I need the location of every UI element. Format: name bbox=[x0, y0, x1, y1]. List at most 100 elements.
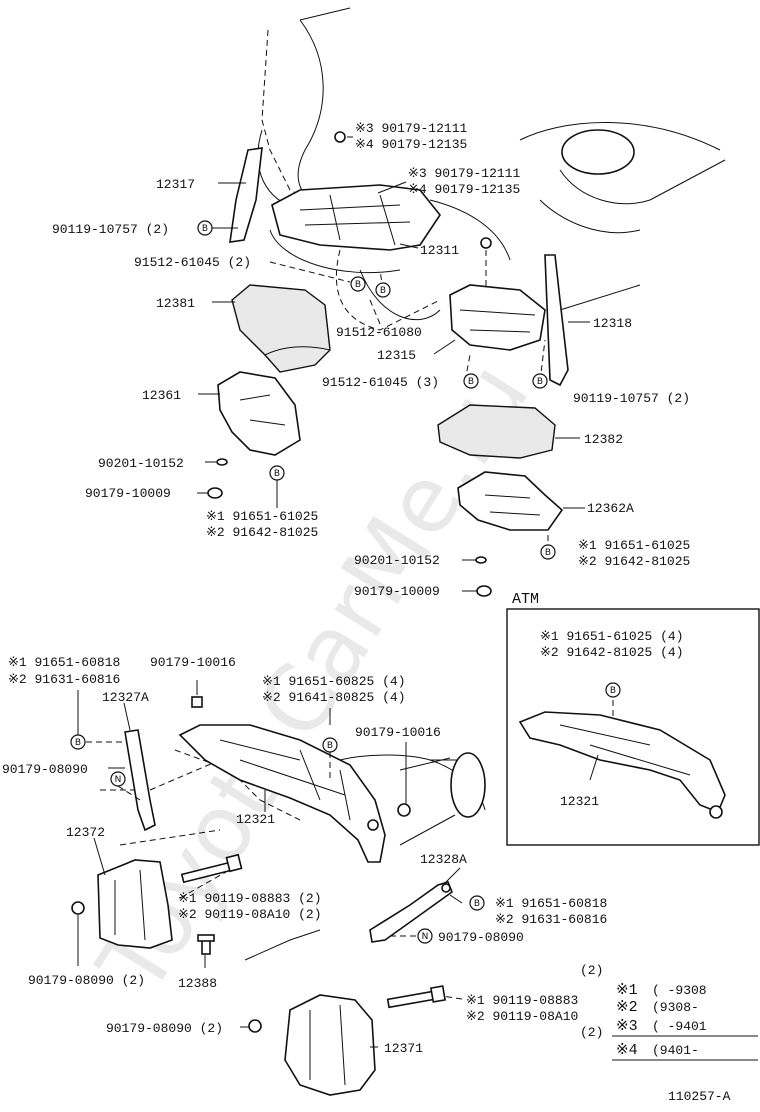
label-90119-10757-right: 90119-10757 (2) bbox=[573, 391, 690, 406]
symbol-b-2: B bbox=[350, 276, 366, 292]
label-90179-08090-right: 90179-08090 bbox=[438, 930, 524, 945]
transmission-outline bbox=[100, 749, 486, 961]
label-91512-61045-2: 91512-61045 (2) bbox=[134, 255, 251, 270]
bracket-12317 bbox=[229, 147, 263, 243]
bracket-12328A bbox=[369, 881, 453, 943]
label-90179-12111-top: ※3 90179-12111 bbox=[355, 121, 468, 136]
atm-inset bbox=[506, 608, 760, 846]
label-90179-12135-mid: ※4 90179-12135 bbox=[408, 182, 520, 197]
label-91642-81025-left: ※2 91642-81025 bbox=[206, 525, 318, 540]
legend-range-1: ( -9308 bbox=[652, 983, 707, 998]
legend-mark-4: ※4 bbox=[616, 1042, 638, 1059]
label-atm-91642-81025: ※2 91642-81025 (4) bbox=[540, 645, 684, 660]
bracket-12327A bbox=[124, 729, 156, 832]
bracket-12318 bbox=[544, 254, 569, 387]
label-90179-08090-left: 90179-08090 bbox=[2, 762, 88, 777]
label-atm-12321: 12321 bbox=[560, 794, 599, 809]
label-12372: 12372 bbox=[66, 825, 105, 840]
symbol-b-1: B bbox=[197, 220, 213, 236]
symbol-b-5: B bbox=[532, 373, 548, 389]
label-12362A: 12362A bbox=[587, 501, 634, 516]
symbol-b-3: B bbox=[375, 282, 391, 298]
label-90201-10152-left: 90201-10152 bbox=[98, 456, 184, 471]
insulator-12361 bbox=[217, 371, 301, 456]
label-12311: 12311 bbox=[420, 243, 459, 258]
svg-text:B: B bbox=[75, 738, 81, 748]
label-90119-08A10-2: ※2 90119-08A10 (2) bbox=[178, 907, 322, 922]
label-90179-10009-right: 90179-10009 bbox=[354, 584, 440, 599]
svg-text:B: B bbox=[327, 741, 333, 751]
legend-range-4: (9401- bbox=[652, 1043, 699, 1058]
legend-range-3: ( -9401 bbox=[652, 1019, 707, 1034]
label-90119-08883: ※1 90119-08883 bbox=[466, 993, 578, 1008]
leader-lines-lower bbox=[77, 680, 463, 1048]
label-90179-12135-top: ※4 90179-12135 bbox=[355, 137, 467, 152]
label-91651-60818-right: ※1 91651-60818 bbox=[495, 896, 607, 911]
symbol-b-6: B bbox=[269, 465, 285, 481]
symbol-n-2: N bbox=[417, 928, 433, 944]
atm-title: ATM bbox=[512, 591, 539, 608]
legend-mark-2: ※2 bbox=[616, 999, 638, 1016]
label-90179-10016-a: 90179-10016 bbox=[150, 655, 236, 670]
label-12321: 12321 bbox=[236, 812, 275, 827]
symbol-b-7: B bbox=[540, 544, 556, 560]
label-12361: 12361 bbox=[142, 388, 181, 403]
symbol-b-4: B bbox=[463, 373, 479, 389]
label-12381: 12381 bbox=[156, 296, 195, 311]
label-91651-60818-left: ※1 91651-60818 bbox=[8, 655, 120, 670]
legend: ※1 ( -9308 ※2 (9308- ※3 ( -9401 ※4 (9401… bbox=[616, 982, 707, 1059]
engine-outline bbox=[257, 7, 726, 331]
label-91651-61025-right: ※1 91651-61025 bbox=[578, 538, 690, 553]
label-qty-2-b: (2) bbox=[580, 1025, 603, 1040]
crossmember-12321 bbox=[178, 724, 386, 863]
label-12388: 12388 bbox=[178, 976, 217, 991]
part-labels: 12317 90119-10757 (2) ※3 90179-12111 ※4 … bbox=[2, 121, 690, 1056]
bracket-12372 bbox=[97, 859, 173, 949]
symbol-b-8: B bbox=[605, 682, 621, 698]
label-90119-08A10: ※2 90119-08A10 bbox=[466, 1009, 578, 1024]
symbol-b-9: B bbox=[70, 734, 86, 750]
label-qty-2-a: (2) bbox=[580, 963, 603, 978]
symbol-b-10: B bbox=[322, 737, 338, 753]
label-12315: 12315 bbox=[377, 348, 416, 363]
label-12328A: 12328A bbox=[420, 852, 467, 867]
label-91651-60825: ※1 91651-60825 (4) bbox=[262, 674, 406, 689]
label-12318: 12318 bbox=[593, 316, 632, 331]
label-91641-80825: ※2 91641-80825 (4) bbox=[262, 690, 406, 705]
bracket-12371 bbox=[284, 994, 376, 1096]
engine-mount-bracket-12311 bbox=[271, 184, 441, 251]
svg-text:B: B bbox=[274, 469, 280, 479]
svg-text:B: B bbox=[545, 548, 551, 558]
label-12327A: 12327A bbox=[102, 690, 149, 705]
label-90119-08883-2: ※1 90119-08883 (2) bbox=[178, 891, 322, 906]
label-91631-60816-left: ※2 91631-60816 bbox=[8, 672, 120, 687]
svg-text:B: B bbox=[355, 280, 361, 290]
label-90119-10757-left: 90119-10757 (2) bbox=[52, 222, 169, 237]
diagram-id: 110257-A bbox=[668, 1089, 731, 1104]
symbol-b-11: B bbox=[469, 895, 485, 911]
svg-text:N: N bbox=[422, 932, 429, 942]
svg-text:N: N bbox=[115, 775, 122, 785]
svg-text:B: B bbox=[537, 377, 543, 387]
svg-text:B: B bbox=[202, 224, 208, 234]
svg-text:B: B bbox=[468, 377, 474, 387]
label-12371: 12371 bbox=[384, 1041, 423, 1056]
label-90179-08090-2a: 90179-08090 (2) bbox=[28, 973, 145, 988]
label-90201-10152-right: 90201-10152 bbox=[354, 553, 440, 568]
label-90179-10009-left: 90179-10009 bbox=[85, 486, 171, 501]
label-91642-81025-right: ※2 91642-81025 bbox=[578, 554, 690, 569]
insulator-cover-12381 bbox=[231, 284, 331, 373]
label-91631-60816-right: ※2 91631-60816 bbox=[495, 912, 607, 927]
label-91512-61045-3: 91512-61045 (3) bbox=[322, 375, 439, 390]
label-atm-91651-61025: ※1 91651-61025 (4) bbox=[540, 629, 684, 644]
label-91651-61025-left: ※1 91651-61025 bbox=[206, 509, 318, 524]
legend-table-lines bbox=[612, 1035, 758, 1061]
insulator-12362A bbox=[457, 471, 564, 531]
bracket-12315 bbox=[449, 284, 546, 351]
label-12317: 12317 bbox=[156, 177, 195, 192]
label-90179-08090-2b: 90179-08090 (2) bbox=[106, 1021, 223, 1036]
atm-crossmember-12321 bbox=[518, 711, 726, 814]
bolts-lower bbox=[71, 696, 451, 1033]
